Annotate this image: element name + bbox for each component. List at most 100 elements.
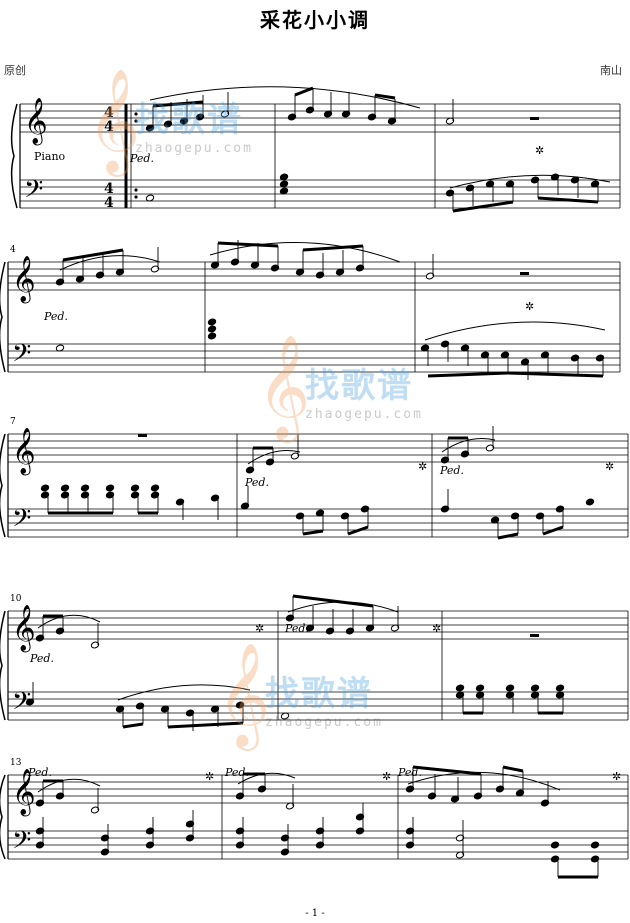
- time-signature: 4: [104, 105, 114, 121]
- note-head: [325, 627, 335, 635]
- note-head: [185, 834, 195, 842]
- bass-clef-icon: 𝄢: [12, 826, 31, 861]
- measure-number: 13: [10, 758, 22, 768]
- time-signature: 4: [104, 119, 114, 135]
- note-head: [323, 110, 333, 118]
- note-head: [355, 827, 365, 835]
- slur: [424, 321, 606, 341]
- note-head: [535, 512, 545, 520]
- note-head: [150, 484, 160, 492]
- note-head: [460, 344, 470, 352]
- note-head: [520, 358, 530, 366]
- note-beam: [497, 532, 519, 540]
- pedal-release-icon: ✲: [525, 300, 534, 313]
- note-head: [257, 785, 267, 793]
- note-head: [235, 841, 245, 849]
- repeat-dot: [134, 195, 138, 199]
- note-head: [115, 268, 125, 276]
- note-head: [145, 841, 155, 849]
- note-head: [367, 113, 377, 121]
- pedal-release-icon: ✲: [382, 770, 391, 783]
- composer-right: 南山: [600, 64, 622, 77]
- note-head: [245, 466, 255, 474]
- note-head: [210, 494, 220, 502]
- note-head: [510, 512, 520, 520]
- note-head: [195, 113, 205, 121]
- half-rest-icon: [520, 272, 529, 275]
- note-head: [105, 484, 115, 492]
- note-head: [440, 340, 450, 348]
- pedal-mark: Ped.: [43, 310, 68, 323]
- note-head: [440, 505, 450, 513]
- note-head: [145, 124, 155, 132]
- note-beam: [502, 765, 524, 773]
- note-head: [100, 848, 110, 856]
- note-head: [55, 627, 65, 635]
- slur: [37, 614, 101, 629]
- note-head: [405, 827, 415, 835]
- note-head: [495, 785, 505, 793]
- note-beam: [302, 244, 364, 252]
- slur: [441, 438, 496, 453]
- repeat-dot: [134, 112, 138, 116]
- note-head: [540, 799, 550, 807]
- note-beam: [412, 765, 482, 776]
- note-head: [475, 691, 485, 699]
- note-head: [240, 502, 250, 510]
- note-head: [207, 318, 217, 326]
- note-beam: [302, 529, 324, 536]
- note-head: [550, 855, 560, 863]
- note-head: [427, 792, 437, 800]
- half-rest-icon: [138, 434, 147, 437]
- pedal-mark: Ped.: [129, 152, 154, 165]
- note-head: [35, 827, 45, 835]
- note-head: [35, 799, 45, 807]
- note-head: [570, 176, 580, 184]
- note-head: [420, 344, 430, 352]
- note-head: [285, 614, 295, 622]
- note-beam: [122, 722, 144, 729]
- note-head: [590, 855, 600, 863]
- time-signature: 4: [104, 195, 114, 211]
- note-head: [305, 106, 315, 114]
- pedal-mark: Ped.: [244, 476, 269, 489]
- note-head: [595, 354, 605, 362]
- note-beam: [167, 721, 244, 729]
- bass-clef-icon: 𝄢: [12, 504, 31, 539]
- pedal-mark: Ped.: [397, 766, 422, 779]
- note-head: [185, 820, 195, 828]
- note-head: [105, 491, 115, 499]
- note-head: [505, 691, 515, 699]
- note-head: [315, 509, 325, 517]
- note-head: [585, 498, 595, 506]
- note-head: [130, 491, 140, 499]
- repeat-dot: [134, 188, 138, 192]
- note-head: [163, 120, 173, 128]
- note-head: [179, 117, 189, 125]
- note-head: [90, 806, 100, 814]
- note-head: [130, 484, 140, 492]
- note-head: [235, 827, 245, 835]
- note-head: [207, 332, 217, 340]
- note-head: [210, 705, 220, 713]
- note-head: [279, 180, 289, 188]
- slur: [59, 255, 161, 271]
- note-head: [160, 705, 170, 713]
- note-beam: [292, 594, 374, 608]
- note-head: [287, 113, 297, 121]
- note-head: [360, 505, 370, 513]
- treble-clef-icon: 𝄞: [12, 605, 36, 653]
- pedal-mark: Ped.: [224, 766, 249, 779]
- composer-left: 原创: [4, 64, 26, 77]
- note-head: [295, 512, 305, 520]
- pedal-mark: Ped.: [284, 622, 309, 635]
- note-beam: [507, 371, 604, 378]
- note-beam: [542, 525, 564, 536]
- note-beam: [217, 241, 279, 248]
- note-head: [100, 834, 110, 842]
- pedal-release-icon: ✲: [418, 460, 427, 473]
- note-head: [315, 827, 325, 835]
- note-head: [40, 484, 50, 492]
- note-head: [55, 344, 65, 352]
